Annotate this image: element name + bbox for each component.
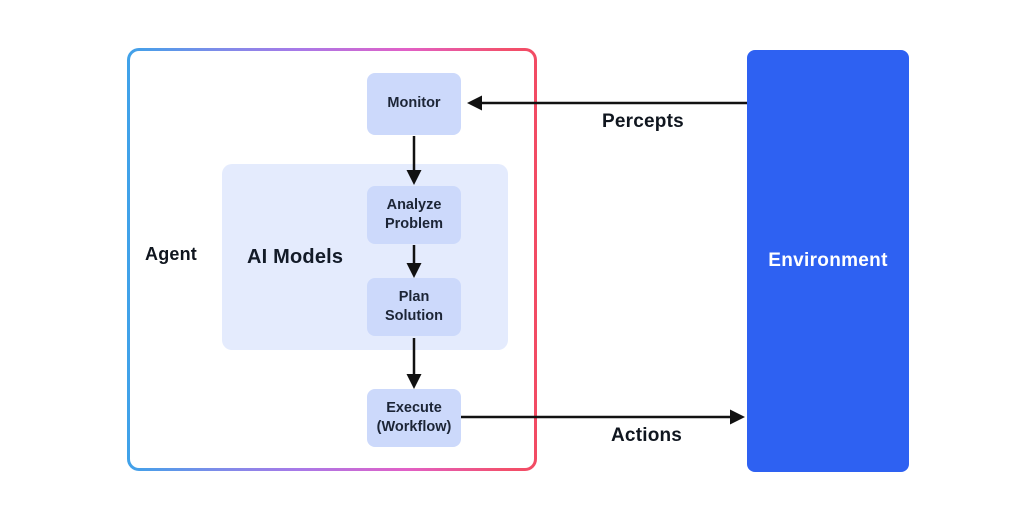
environment-box: Environment	[747, 50, 909, 472]
node-execute-workflow: Execute (Workflow)	[367, 389, 461, 447]
ai-models-label: AI Models	[247, 246, 344, 268]
percepts-label: Percepts	[602, 111, 684, 132]
environment-label: Environment	[768, 250, 888, 271]
actions-label: Actions	[611, 425, 683, 446]
node-analyze-problem: Analyze Problem	[367, 186, 461, 244]
agent-label: Agent	[145, 244, 197, 264]
node-plan-solution: Plan Solution	[367, 278, 461, 336]
node-monitor: Monitor	[367, 73, 461, 135]
